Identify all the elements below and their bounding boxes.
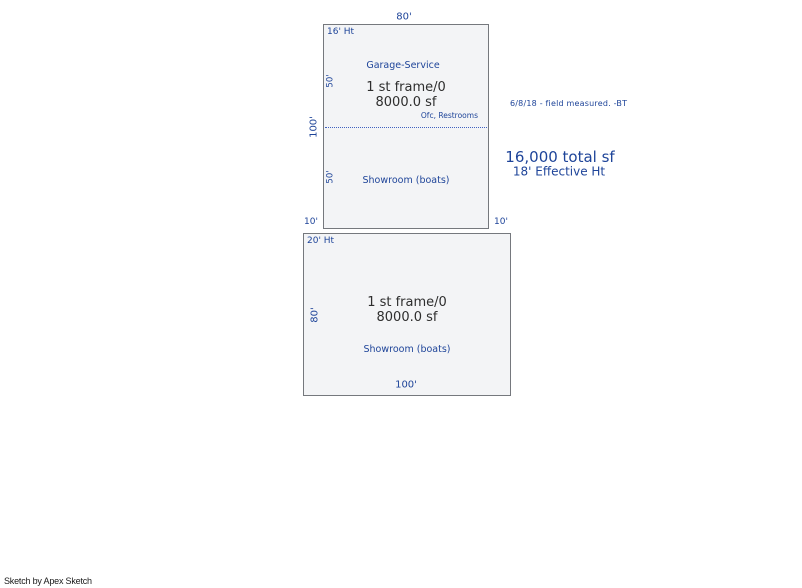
interior-partition-dashed-line — [325, 127, 487, 128]
area-use-label-garage-service: Garage-Service — [366, 59, 440, 71]
wall-height-note-lower: 20' Ht — [307, 236, 335, 246]
wall-height-note-upper: 16' Ht — [327, 27, 355, 37]
area-use-label-showroom-lower: Showroom (boats) — [363, 343, 451, 355]
field-measured-note: 6/8/18 - field measured. -BT — [510, 99, 628, 108]
dimension-label-upper-left-height: 100' — [308, 116, 320, 138]
total-square-footage-note: 16,000 total sf — [505, 147, 615, 166]
dimension-label-left-jog: 10' — [304, 217, 318, 228]
lower-building-area-text: 1 st frame/0 8000.0 sf — [303, 295, 511, 325]
upper-building-area-text: 1 st frame/0 8000.0 sf — [323, 80, 489, 110]
story-label-upper: 1 st frame/0 — [366, 80, 446, 95]
dimension-label-lower-segment: 50' — [325, 170, 336, 184]
apex-sketch-credit: Sketch by Apex Sketch — [4, 576, 92, 586]
story-label-lower: 1 st frame/0 — [367, 295, 447, 310]
dimension-label-lower-bottom-width: 100' — [395, 379, 417, 391]
area-sf-label-lower: 8000.0 sf — [376, 310, 438, 325]
interior-note-ofc-restrooms: Ofc, Restrooms — [420, 111, 478, 120]
upper-building-outline — [323, 24, 489, 229]
dimension-label-upper-top-width: 80' — [396, 11, 412, 23]
lower-building-outline — [303, 233, 511, 396]
area-use-label-showroom-upper: Showroom (boats) — [362, 174, 450, 186]
area-sf-label-upper: 8000.0 sf — [375, 95, 437, 110]
dimension-label-upper-segment: 50' — [325, 74, 336, 88]
dimension-label-right-jog: 10' — [494, 217, 508, 228]
effective-height-note: 18' Effective Ht — [512, 164, 606, 179]
